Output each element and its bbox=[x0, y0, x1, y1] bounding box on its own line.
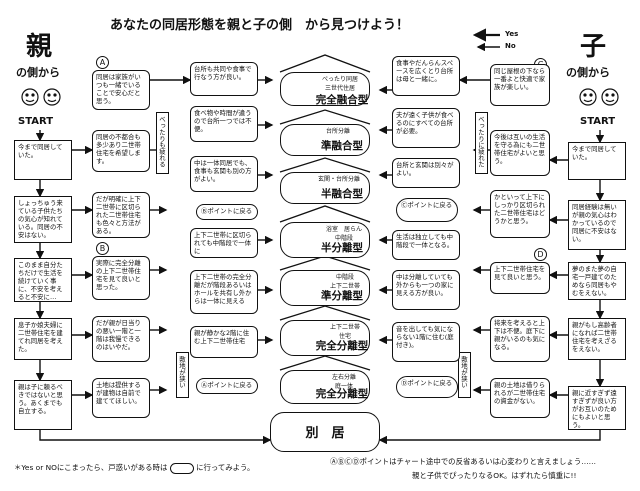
child-box-b: 今後は互いの生活を守る為にも二世帯住宅がよいと思う。 bbox=[490, 130, 550, 176]
center-left-box-7: 親が静かな2階に住む上下二世帯住宅 bbox=[190, 326, 258, 358]
parent-start: START bbox=[18, 116, 54, 127]
center-right-box-6: 中は分離していても外からも一つの家に見える方が良い。 bbox=[392, 270, 460, 310]
center-right-box-3: 台所と玄関は別々がよい。 bbox=[392, 158, 460, 188]
center-right-box-1: 食事やだんらんスペースを広くとり台所は母と一緒に。 bbox=[392, 56, 460, 96]
type-name-5: 準分離型 bbox=[321, 290, 363, 302]
parent-box-b: 同居の不都合も多少あり二世帯住宅を希望します。 bbox=[92, 130, 150, 172]
child-box-d: 上下二世帯住宅を見て良いと思う。 bbox=[490, 262, 550, 294]
vlabel-1: べったりも疲れる bbox=[156, 112, 169, 174]
parent-face-icon bbox=[21, 88, 61, 106]
legend-yes: Yes bbox=[505, 30, 519, 38]
child-box-3: 夢のまた夢の自宅一戸建てのためなら同居もやむをえない。 bbox=[568, 262, 626, 300]
type-sub-2: 台所分離 bbox=[326, 128, 351, 135]
type-house-6 bbox=[280, 320, 370, 356]
type-name-3: 半融合型 bbox=[321, 188, 363, 200]
parent-box-4: 息子か娘夫婦に二世帯住宅を建てれ同居を考えた。 bbox=[14, 318, 72, 360]
parent-box-f: 土地は提供するが建物は自前で建ててほしい。 bbox=[92, 378, 150, 418]
type-sub-7: 左右分離 庭一体 bbox=[332, 374, 357, 390]
type-house-2 bbox=[280, 124, 370, 156]
child-start: START bbox=[580, 116, 616, 127]
marker-b: B bbox=[96, 242, 109, 255]
footer-cloud-icon bbox=[169, 462, 194, 474]
type-name-4: 半分離型 bbox=[321, 242, 363, 254]
vlabel-3: 敷地が狭い bbox=[176, 352, 189, 398]
child-box-c: かといって上下にしっかり区切られた二世帯住宅はどうかと思う。 bbox=[490, 190, 550, 238]
parent-box-2: しょっちゅう来ている子供たちの気心が知れている。同居の不安はない。 bbox=[14, 196, 72, 243]
type-name-8: 別 居 bbox=[305, 426, 345, 441]
child-box-1: 今まで同居していた。 bbox=[568, 142, 626, 180]
type-house-4 bbox=[280, 222, 370, 258]
type-sub-6: 上下二世帯 住宅 bbox=[330, 324, 361, 340]
center-left-box-1: 台所も共同や食事で行なう方が良い。 bbox=[190, 62, 258, 96]
parent-box-a: 同居は家族がいつも一緒でいることで安心だと思う。 bbox=[92, 70, 150, 110]
type-sub-5: 中階段 上下二世帯 bbox=[330, 274, 361, 290]
footer-left-text: ＊Yes or NOにこまったら、戸惑いがある時は bbox=[14, 463, 168, 472]
type-house-5 bbox=[280, 270, 370, 306]
child-box-a: 同じ屋根の下なら一番よと快適で家族が楽しい。 bbox=[490, 64, 550, 106]
footer-left: ＊Yes or NOにこまったら、戸惑いがある時は に行ってみよう。 bbox=[14, 462, 254, 474]
vlabel-2: べったりに疲れた bbox=[475, 112, 488, 174]
type-house-3 bbox=[280, 172, 370, 204]
marker-d: D bbox=[534, 248, 547, 261]
vlabel-4: 敷地が狭い bbox=[458, 352, 471, 398]
parent-box-5: 親は子に頼るべきではないと思う。あくまでも自立する。 bbox=[14, 380, 72, 430]
center-left-box-2: 食べ物や時間が違うので台所一つでは不便。 bbox=[190, 106, 258, 142]
footer-right-1: ⒶⒷⒸⒹポイントはチャート途中での反省あるいは心変わりと言えましょう…… bbox=[330, 457, 596, 466]
parent-side-sub: の側から bbox=[16, 66, 60, 79]
legend-no: No bbox=[505, 42, 516, 50]
footer-left-text-2: に行ってみよう。 bbox=[196, 463, 255, 472]
type-house-7 bbox=[280, 370, 370, 404]
type-sub-3: 玄関・台所分離 bbox=[318, 176, 361, 183]
center-left-box-6: 上下二世帯の完全分離だが階段あるいはホールを共有し外からは一体に見える bbox=[190, 270, 258, 314]
parent-box-c: だが明確に上下二世帯に区切られた二世帯住宅も色々と方法がある。 bbox=[92, 192, 150, 238]
type-house-8 bbox=[270, 412, 380, 452]
center-right-box-8: Ⓓポイントに戻る bbox=[396, 376, 458, 398]
parent-box-3: このまま自分たちだけで生活を続けていく事に、不安を考えると不安に… bbox=[14, 258, 72, 302]
marker-a: A bbox=[96, 56, 109, 69]
parent-box-e: だが親が日当りの悪い一階と一階は我慢できるのはいやだ。 bbox=[92, 316, 150, 362]
center-right-box-2: 夫が遠く子供が食べるのにすべての台所が必要。 bbox=[392, 108, 460, 148]
parent-side-char: 親 bbox=[26, 32, 53, 62]
child-face-icon bbox=[579, 88, 619, 106]
parent-box-d: 実際に完全分離の上下二世帯住宅を見て良いと思った。 bbox=[92, 256, 150, 300]
center-right-box-4: Ⓒポイントに戻る bbox=[396, 198, 458, 222]
center-left-box-8: Ⓐポイントに戻る bbox=[196, 378, 258, 394]
center-right-box-7: 音を出しても気にならない1階に住む(庭付き)。 bbox=[392, 322, 460, 362]
center-left-box-3: 中は一体同居でも、食事も玄関も別の方がよい。 bbox=[190, 156, 258, 192]
center-right-box-5: 生活は独立しても中階段で一体となる。 bbox=[392, 230, 460, 260]
child-box-e: 将来を考えると上下は不便。庭下に親がいるのも気になる。 bbox=[490, 316, 550, 362]
footer-right-2: 親と子供でぴったりなるOK。はずれたら慎重に!! bbox=[412, 471, 577, 480]
center-left-box-4: Ⓑポイントに戻る bbox=[196, 204, 258, 220]
child-box-5: 親に近すぎず遠すぎずが良い方がお互いのためにもよいと思う。 bbox=[568, 386, 626, 430]
type-sub-1: べったり同居 三世代住居 bbox=[322, 76, 359, 92]
type-name-7: 完全分離型 bbox=[315, 388, 369, 400]
center-left-box-5: 上下二世帯に区切られても中階段で一体に bbox=[190, 228, 258, 258]
child-box-2: 同居経験は無いが親の気心はわかっているので同居に不安はない。 bbox=[568, 200, 626, 250]
parent-box-1: 今まで同居していた。 bbox=[14, 140, 72, 180]
type-name-1: 完全融合型 bbox=[315, 94, 369, 106]
type-house-1 bbox=[280, 72, 370, 106]
child-box-4: 親がもし高齢者になれば二世帯住宅を考えざるをえない。 bbox=[568, 318, 626, 360]
type-sub-4: 浴室 居らん 中階段 bbox=[326, 226, 363, 242]
child-side-char: 子 bbox=[580, 32, 607, 62]
type-name-2: 準融合型 bbox=[321, 140, 363, 152]
page-title: あなたの同居形態を親と子の側 から見つけよう！ bbox=[110, 18, 410, 33]
child-box-f: 親の土地は借りられるが二世帯住宅の資金がない。 bbox=[490, 378, 550, 418]
type-name-6: 完全分離型 bbox=[315, 340, 369, 352]
child-side-sub: の側から bbox=[566, 66, 610, 79]
